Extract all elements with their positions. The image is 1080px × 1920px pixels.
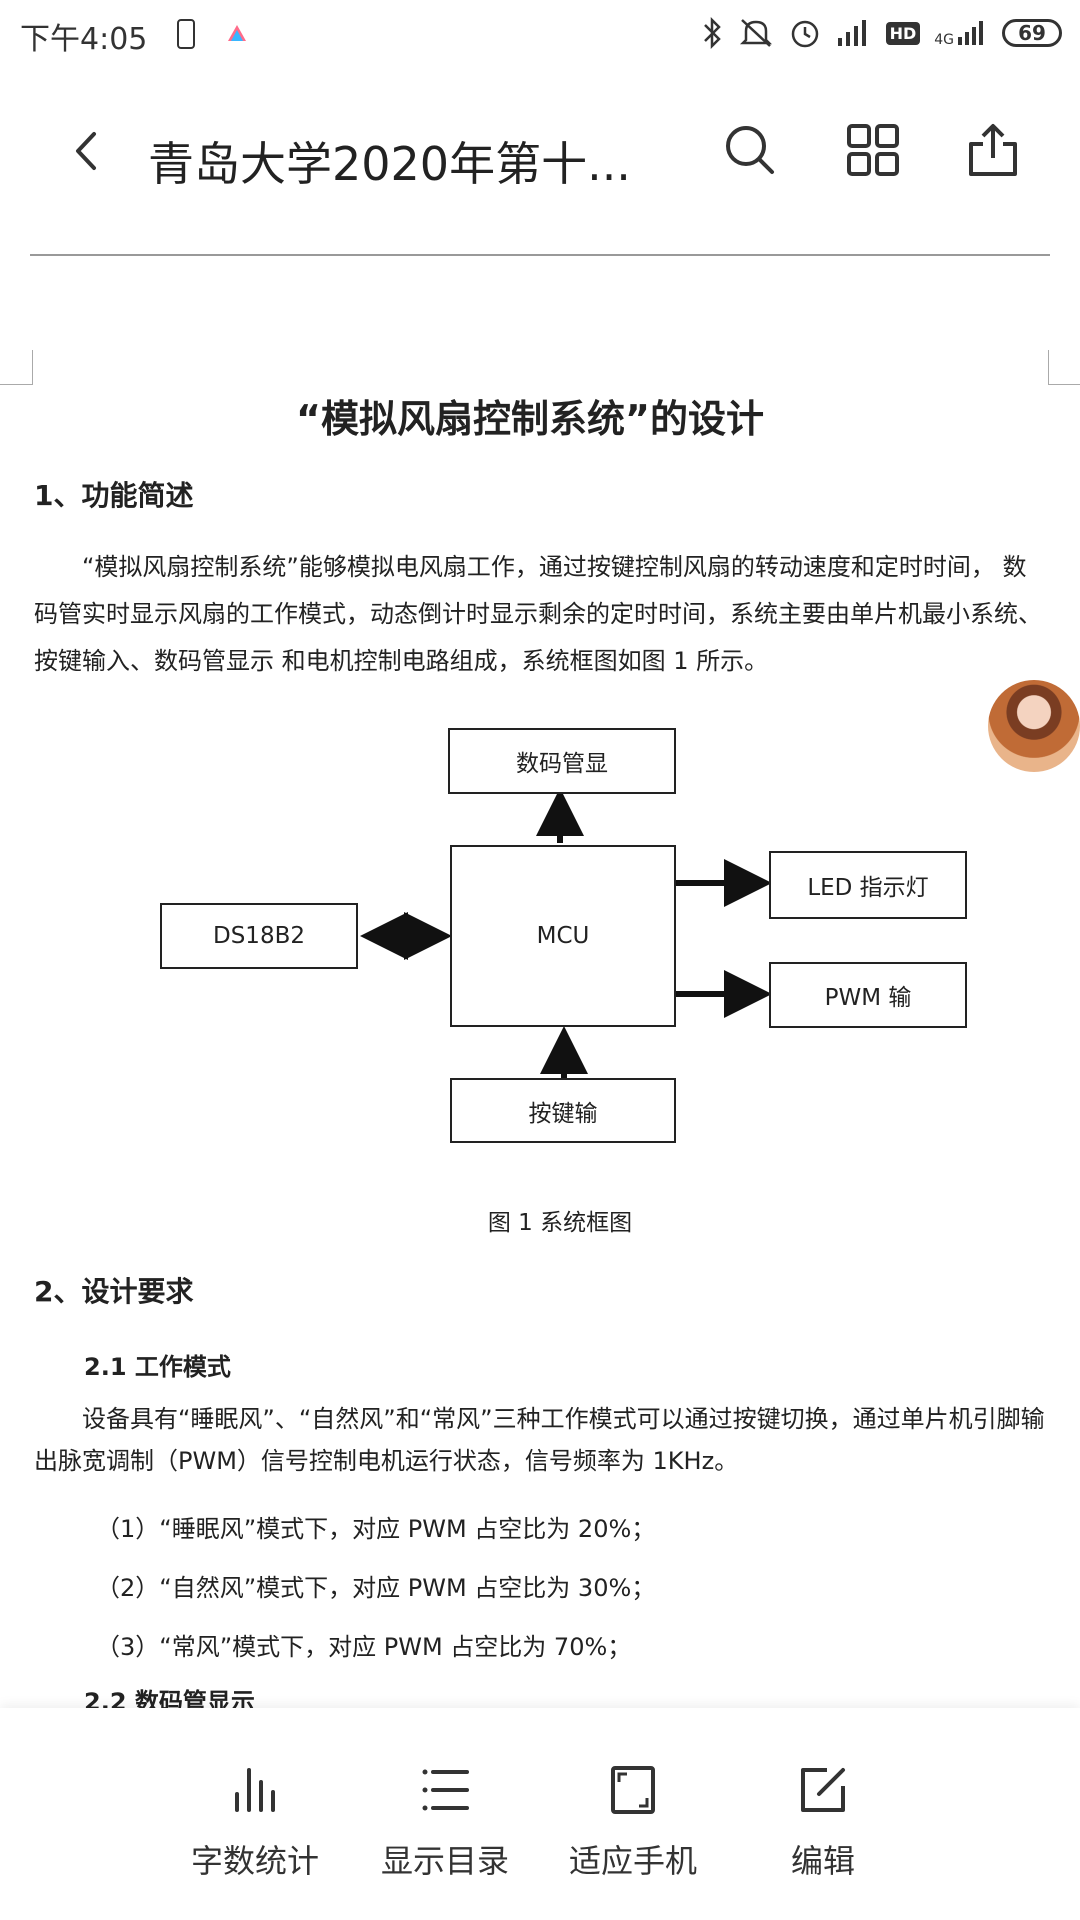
word-count-button[interactable]: 字数统计 [160,1764,350,1882]
bluetooth-icon [703,16,721,50]
subsection-2-1-heading: 2.1 工作模式 [84,1353,231,1381]
status-time: 下午4:05 [20,22,148,57]
display-box: 数码管显 [448,728,676,794]
subsection-2-1-paragraph: 设备具有“睡眠风”、“自然风”和“常风”三种工作模式可以通过按键切换，通过单片机… [34,1405,1045,1475]
battery-indicator: 69 [1002,19,1062,47]
document-title: 青岛大学2020年第十... [148,137,631,191]
edit-button[interactable]: 编辑 [728,1764,918,1882]
fit-screen-icon [611,1766,655,1814]
pwm-box: PWM 输 [769,962,967,1028]
key-input-box: 按键输 [450,1078,676,1143]
search-icon[interactable] [720,120,780,180]
app-header: 青岛大学2020年第十... [0,70,1080,254]
toc-button[interactable]: 显示目录 [350,1764,540,1882]
toc-label: 显示目录 [380,1842,509,1880]
app-notification-icon [228,25,246,41]
grid-icon[interactable] [843,120,903,180]
header-divider [30,254,1050,256]
status-bar: 下午4:05 HD 4G [0,0,1080,70]
sensor-box: DS18B2 [160,903,358,969]
phone-icon [177,19,195,49]
list-item: （2）“自然风”模式下，对应 PWM 占空比为 30%； [96,1574,656,1602]
figure-caption: 图 1 系统框图 [487,1210,633,1236]
list-icon [422,1769,469,1811]
signal-icon [837,20,866,46]
fit-phone-button[interactable]: 适应手机 [538,1764,728,1882]
list-item: （1）“睡眠风”模式下，对应 PWM 占空比为 20%； [96,1515,656,1543]
document-heading: “模拟风扇控制系统”的设计 [296,397,764,441]
mute-icon [739,19,772,47]
led-box: LED 指示灯 [769,851,967,919]
floating-avatar[interactable] [988,680,1080,772]
section2-heading: 2、设计要求 [34,1275,194,1308]
edit-icon [801,1768,845,1812]
section1-paragraph: “模拟风扇控制系统”能够模拟电风扇工作，通过按键控制风扇的转动速度和定时时间， … [34,553,1042,675]
section1-heading: 1、功能简述 [34,479,194,512]
share-icon[interactable] [963,120,1023,180]
bottom-toolbar: 字数统计 显示目录 适应手机 编辑 [0,1708,1080,1920]
hd-badge: HD [885,21,921,45]
list-item: （3）“常风”模式下，对应 PWM 占空比为 70%； [96,1633,632,1661]
network-label: 4G [934,32,954,48]
fit-phone-label: 适应手机 [568,1842,697,1880]
back-arrow-icon[interactable] [62,126,112,176]
signal-4g-icon [958,21,983,45]
page-corner-right [1048,350,1080,385]
edit-label: 编辑 [790,1842,855,1880]
bar-chart-icon [235,1768,275,1812]
mcu-box: MCU [450,845,676,1027]
word-count-label: 字数统计 [190,1842,319,1880]
page-corner-left [0,350,33,385]
alarm-icon [791,20,818,48]
